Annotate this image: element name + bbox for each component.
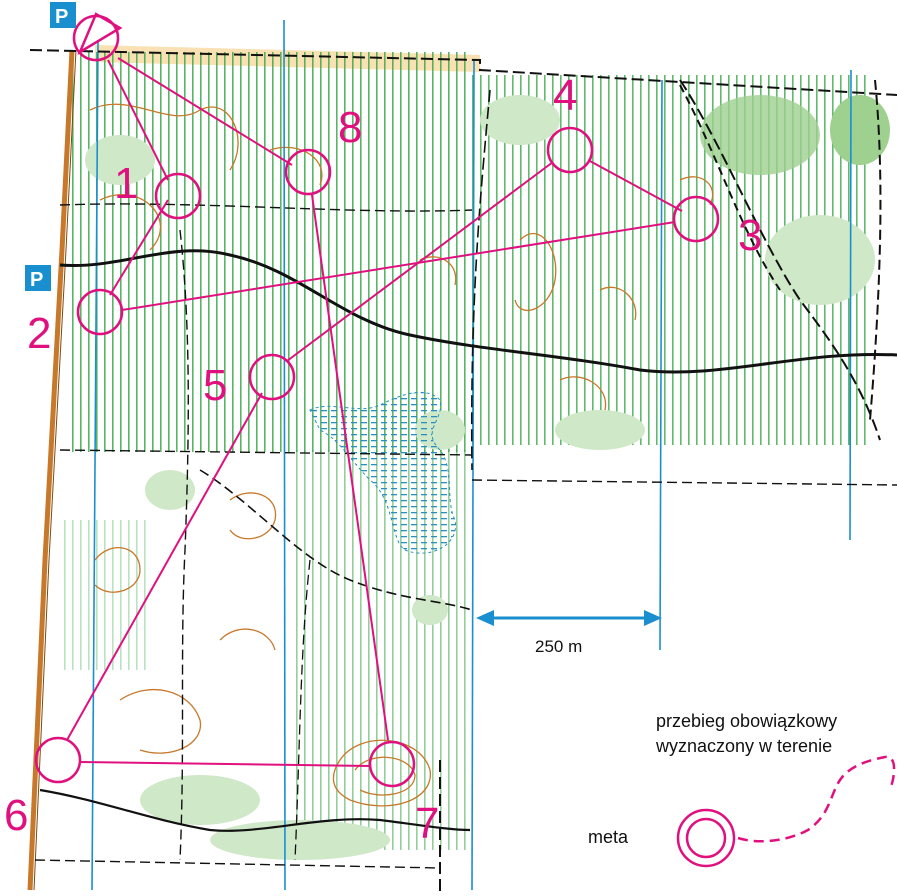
marsh-area [309, 391, 456, 554]
tracks [29, 49, 897, 896]
control-circle-4[interactable] [546, 126, 594, 174]
finish-circle-icon [676, 808, 736, 868]
control-circle-3[interactable] [672, 195, 720, 243]
map-edge-road [27, 49, 75, 891]
control-circle-8[interactable] [284, 148, 332, 196]
map-edge-road-outline [33, 49, 77, 891]
scale-label: 250 m [535, 637, 582, 656]
legend-marked-route-line1: przebieg obowiązkowy [656, 711, 837, 731]
control-number-7: 7 [415, 799, 439, 848]
control-number-5: 5 [203, 361, 227, 410]
control-circle-6[interactable] [34, 736, 82, 784]
control-numbers: 1 2 3 4 5 6 7 8 [4, 71, 762, 848]
control-number-2: 2 [27, 309, 51, 358]
undergrowth-areas [60, 52, 867, 850]
legend-finish-label: meta [588, 827, 629, 847]
control-circle-2[interactable] [76, 288, 124, 336]
parking-label-top: P [55, 6, 68, 28]
control-circles [34, 126, 720, 788]
control-circle-5[interactable] [248, 353, 296, 401]
control-number-1: 1 [114, 159, 138, 208]
magnetic-north-lines [91, 19, 852, 891]
parking-label-left: P [30, 269, 43, 291]
contour-lines [89, 103, 714, 807]
parking-icon: P [50, 2, 76, 28]
start-triangle-icon[interactable] [72, 12, 123, 62]
parking-icon: P [25, 265, 51, 291]
scale-arrow-icon [476, 610, 662, 626]
legend-background [640, 700, 897, 896]
control-number-6: 6 [4, 791, 28, 840]
control-circle-1[interactable] [154, 172, 202, 220]
legend-marked-route-sample [737, 755, 896, 843]
course-legs [66, 57, 683, 767]
control-number-3: 3 [738, 211, 762, 260]
control-number-4: 4 [553, 71, 577, 120]
legend-marked-route-line2: wyznaczony w terenie [655, 736, 832, 756]
control-circle-7[interactable] [368, 740, 416, 788]
control-number-8: 8 [338, 103, 362, 152]
